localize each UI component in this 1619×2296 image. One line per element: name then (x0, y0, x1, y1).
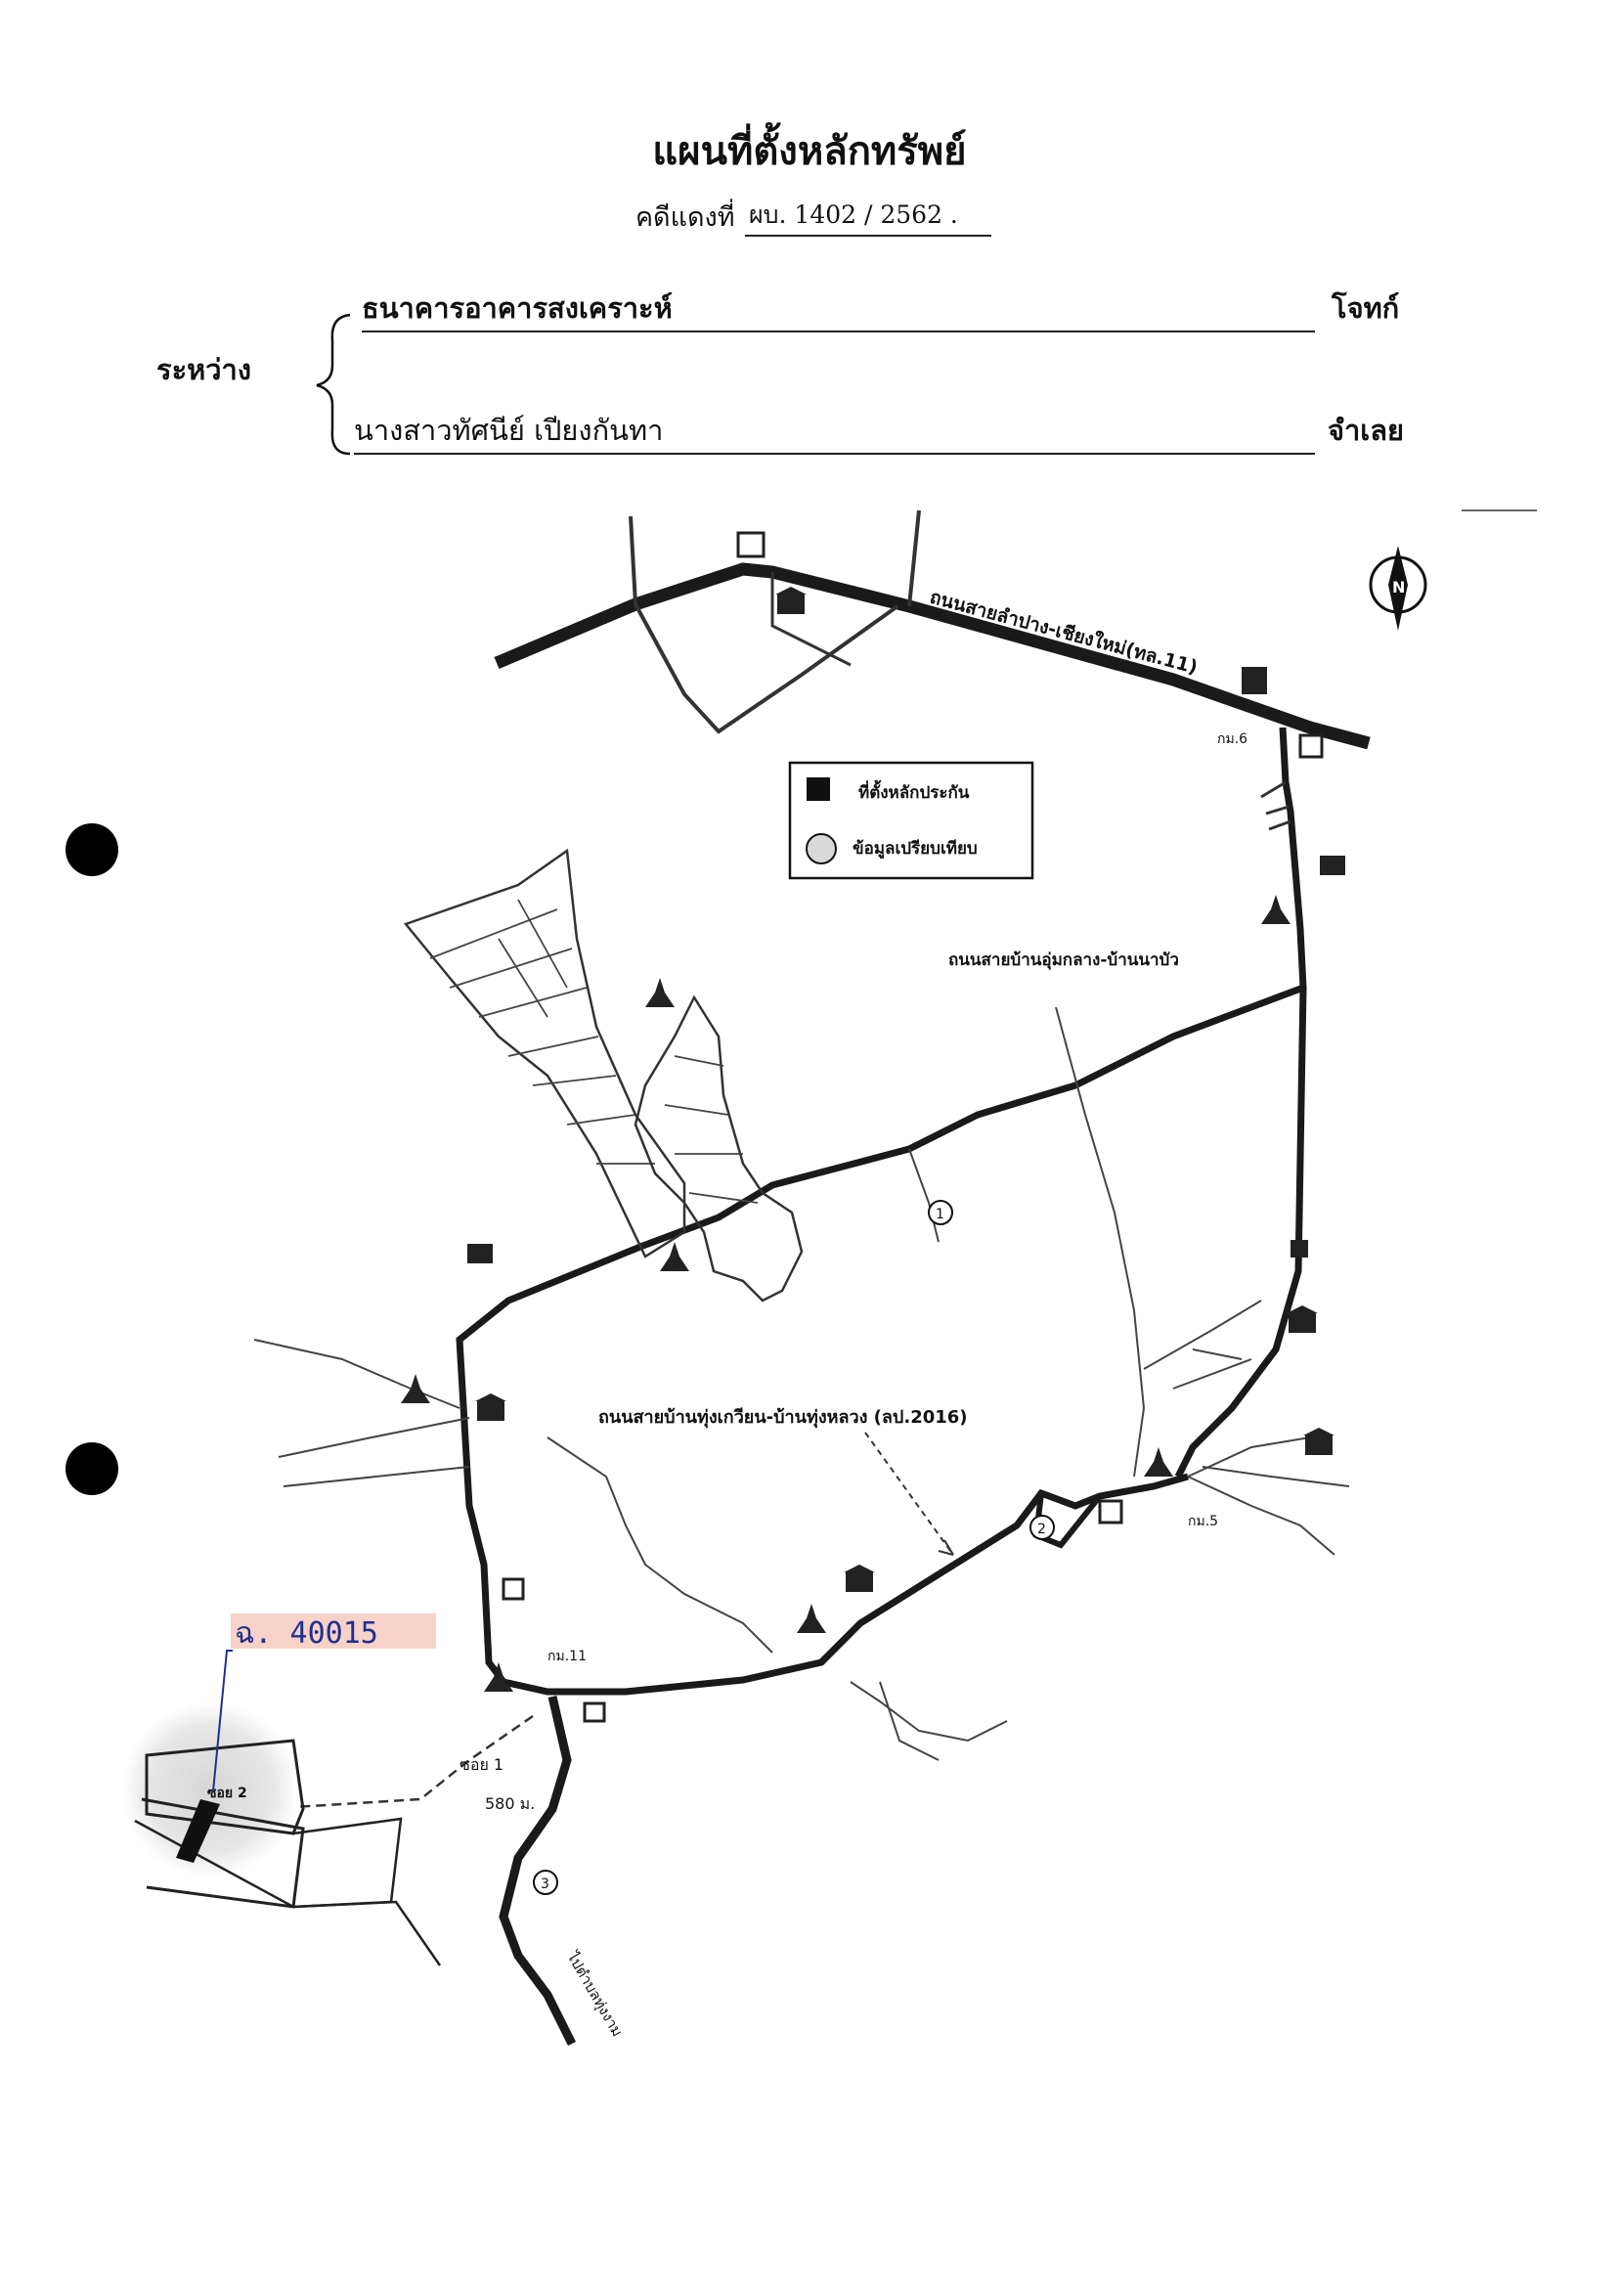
collateral-swatch (807, 777, 830, 801)
minor-road (547, 1436, 773, 1654)
creek (634, 994, 804, 1303)
minor-road (1055, 1006, 1146, 1478)
comparison-swatch (806, 833, 837, 864)
east-road (1174, 727, 1307, 1479)
collateral-parcel (176, 1799, 220, 1863)
legend-comparison-label: ข้อมูลเปรียบเทียบ (853, 838, 978, 860)
km-11-marker: กม.11 (547, 1649, 587, 1664)
legend-collateral-label: ที่ตั้งหลักประกัน (858, 779, 970, 803)
temple-icon (401, 1374, 430, 1403)
soi-1-road (258, 1714, 534, 1809)
highlight-marker (231, 1613, 436, 1649)
defendant-name: นางสาวทัศนีย์ เปียงกันทา (354, 408, 1315, 455)
route-2-label: 2 (1037, 1522, 1046, 1537)
school-icon (1287, 1305, 1318, 1333)
south-road-tag: ไปตำบลทุ่งงาม (562, 1948, 626, 2040)
minor-road (278, 1417, 470, 1487)
compass-icon: N (1369, 546, 1427, 631)
minor-road (1143, 1300, 1262, 1390)
plaintiff-name: ธนาคารอาคารสงเคราะห์ (362, 286, 1315, 332)
police-icon (1298, 733, 1324, 759)
loop-road (1032, 1492, 1103, 1549)
school-icon (475, 1393, 506, 1421)
central-road (456, 984, 1305, 1696)
route-marker (533, 1870, 558, 1895)
shop-icon (736, 531, 766, 558)
hospital-icon (1242, 667, 1267, 694)
local-road (907, 509, 921, 607)
market-icon (1320, 856, 1345, 875)
minor-road (850, 1681, 1008, 1761)
field-lines (429, 899, 655, 1165)
handwritten-pointer (212, 1650, 233, 1792)
south-road-label: ถนนสายบ้านทุ่งเกวียน-บ้านทุ่งหลวง (ลป.20… (598, 1407, 968, 1429)
shop-icon (1291, 1240, 1308, 1258)
compass-label: N (1392, 578, 1405, 596)
km-5-marker: กม.5 (1188, 1514, 1218, 1529)
between-label: ระหว่าง (156, 353, 251, 386)
case-number: ผบ. 1402 / 2562 . (745, 196, 991, 237)
minor-road (253, 1339, 460, 1409)
parcel-outline (292, 1817, 403, 1909)
arrow-head (938, 1539, 954, 1556)
soi-1-label: ซอย 1 (459, 1755, 503, 1774)
creek-lines (664, 1055, 759, 1204)
soi-2-label: ซอย 2 (207, 1786, 247, 1801)
central-road-label: ถนนสายบ้านอุ่มกลาง-บ้านนาบัว (948, 950, 1179, 970)
temple-icon (797, 1604, 826, 1633)
road-ticks (1260, 780, 1291, 831)
soi-2-road (134, 1819, 442, 1966)
shop-icon (583, 1701, 606, 1723)
school-icon (1303, 1428, 1335, 1455)
temple-icon (1144, 1447, 1173, 1477)
page-title: แผนที่ตั้งหลักทรัพย์ (652, 128, 967, 174)
label-leader (864, 1432, 954, 1556)
market-icon (467, 1244, 493, 1263)
km-6-marker: กม.6 (1217, 731, 1247, 747)
temple-icon (645, 978, 675, 1007)
local-road (629, 515, 899, 734)
temple-icon (484, 1662, 513, 1692)
parcel-outline (145, 1739, 305, 1835)
punch-hole (66, 823, 118, 876)
route-3-label: 3 (541, 1877, 549, 1892)
school-icon (844, 1565, 875, 1592)
highway-label: ถนนสายลำปาง-เชียงใหม่(ทล.11) (928, 586, 1201, 679)
school-icon (775, 587, 807, 614)
temple-icon (660, 1242, 689, 1271)
minor-road (1187, 1466, 1350, 1556)
shop-icon (502, 1577, 525, 1601)
parcel-outline (141, 1797, 305, 1909)
route-1-label: 1 (936, 1207, 944, 1222)
case-label: คดีแดงที่ (635, 202, 735, 233)
handwritten-code: ฉ. 40015 (235, 1616, 378, 1651)
south-road (499, 1695, 577, 2047)
plaintiff-role: โจทก์ (1332, 291, 1400, 325)
defendant-role: จำเลย (1328, 414, 1404, 447)
curly-brace (316, 313, 351, 456)
minor-road (908, 1148, 940, 1243)
temple-icon (1261, 895, 1291, 924)
route-marker (928, 1200, 953, 1225)
local-road (770, 572, 852, 667)
minor-road (1187, 1436, 1311, 1478)
police-icon (1098, 1499, 1123, 1524)
rice-field (403, 848, 686, 1258)
distance-label: 580 ม. (485, 1794, 535, 1813)
punch-hole (66, 1442, 118, 1495)
route-marker (1029, 1515, 1055, 1540)
